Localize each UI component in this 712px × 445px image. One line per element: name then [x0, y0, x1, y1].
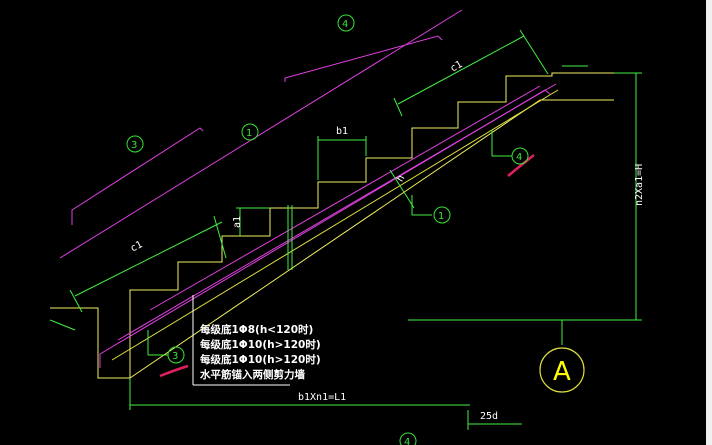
- bubble-1-upper-circle: [241, 123, 259, 141]
- note-line-2: 每级底1Φ10(h>120时): [200, 338, 321, 351]
- label-25d: 25d: [480, 411, 498, 422]
- vertical-scrollbar[interactable]: [706, 0, 712, 445]
- bubble-3-lower-label: 3: [172, 351, 178, 362]
- rebar-3-upper: [71, 127, 204, 225]
- accent-mark-upper: [507, 154, 535, 177]
- note-line-4: 水平筋锚入两侧剪力墙: [199, 368, 305, 381]
- bubble-4-bottom-circle: [399, 432, 417, 445]
- bubble-4-lower-circle: [511, 147, 529, 165]
- rebar-top-bar: [117, 83, 557, 341]
- bubble-3-lower-circle: [167, 346, 185, 364]
- dimension-lines: [49, 29, 642, 430]
- dimension-labels: c1 c1 b1 a1 h n2Xa1=H b1Xn1=L1 25d: [129, 59, 645, 422]
- dim-c1-upper: [397, 35, 525, 105]
- rebar-notes: 每级底1Φ8(h<120时) 每级底1Φ10(h>120时) 每级底1Φ10(h…: [199, 323, 321, 381]
- rebar-bubbles: 3 1 4 1 4 3 4: [126, 14, 529, 445]
- rebar-step-bar: [149, 85, 541, 311]
- bubble-1-upper-label: 1: [246, 128, 252, 139]
- dim-c1-lower: [74, 221, 223, 297]
- grid-axis-a: A: [539, 347, 585, 393]
- bubble-4-bottom-label: 4: [404, 437, 410, 445]
- rebar-lines: [59, 9, 557, 368]
- bubble-3-upper-circle: [126, 135, 144, 153]
- label-L1: b1Xn1=L1: [298, 392, 346, 403]
- grid-axis-a-label: A: [553, 357, 571, 387]
- stair-outline: [50, 72, 614, 379]
- slab-break-left: [49, 319, 76, 331]
- rebar-bottom-bar: [99, 89, 551, 368]
- accent-mark-lower: [159, 364, 189, 378]
- bubble-4-upper-circle: [337, 14, 355, 32]
- dim-c1-lower-ext1: [69, 289, 83, 313]
- label-H: n2Xa1=H: [634, 164, 645, 206]
- bubble-4-upper-label: 4: [342, 19, 348, 30]
- bubble-3-upper-label: 3: [131, 140, 137, 151]
- bottom-main-bar: [111, 89, 559, 361]
- bubble-1-lower-label: 1: [438, 211, 444, 222]
- bubble-4-lower-label: 4: [516, 152, 522, 163]
- grid-axis-a-circle: [539, 347, 585, 393]
- label-c1-upper: c1: [449, 59, 465, 75]
- label-a1: a1: [232, 216, 243, 228]
- dim-c1-upper-ext2: [519, 29, 549, 75]
- bubble-1-lower-circle: [433, 206, 451, 224]
- accent-marks: [159, 154, 535, 378]
- stair-soffit-line: [129, 99, 541, 379]
- rebar-4-upper: [284, 35, 443, 82]
- rebar-1-upper: [59, 9, 463, 259]
- dim-h-line: [389, 169, 415, 209]
- distribution-bars: [111, 89, 559, 361]
- label-c1-lower: c1: [129, 239, 145, 254]
- stair-steps-profile: [50, 72, 614, 379]
- note-line-1: 每级底1Φ8(h<120时): [200, 323, 313, 336]
- dim-c1-upper-ext1: [393, 97, 403, 117]
- label-h: h: [395, 173, 408, 184]
- note-leader: [192, 295, 290, 386]
- note-line-3: 每级底1Φ10(h>120时): [200, 353, 321, 366]
- dim-c1-lower-ext2: [213, 215, 227, 259]
- label-b1: b1: [336, 126, 348, 137]
